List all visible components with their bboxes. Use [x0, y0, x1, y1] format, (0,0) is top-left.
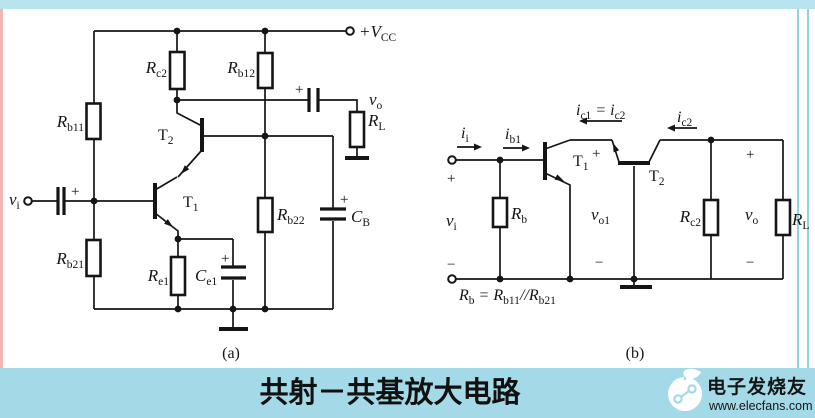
- resistor-re1: [169, 255, 187, 297]
- caption-title: 共射－共基放大电路: [259, 377, 521, 409]
- label-t2b: T2: [649, 168, 665, 188]
- label-t1b: T1: [573, 153, 589, 173]
- t1b-emitter-arrow: [554, 174, 564, 181]
- right-border-line-2: [807, 9, 809, 368]
- ic2-arrowhead: [667, 124, 675, 132]
- label-rb12: Rb12: [226, 58, 255, 80]
- minus-vi-b: −: [447, 257, 455, 273]
- resistor-rb12: [256, 51, 274, 90]
- ib1-arrowhead: [522, 144, 530, 152]
- output-capacitor: [307, 88, 320, 112]
- plus-input-cap: +: [71, 184, 79, 200]
- label-ic1-eq-ic2: ic1 = ic2: [576, 102, 626, 122]
- figure-label-b: (b): [626, 345, 645, 362]
- input-capacitor: [56, 187, 66, 215]
- label-t1a: T1: [183, 194, 199, 214]
- plus-vo-b: +: [746, 147, 754, 163]
- resistor-rc2b: [702, 198, 720, 237]
- label-re1: Re1: [147, 266, 169, 288]
- t2b-emitter-arrow: [613, 143, 620, 153]
- resistor-rb22: [256, 196, 274, 234]
- label-rb: Rb: [510, 204, 527, 226]
- watermark: 电子发烧友 www.elecfans.com: [645, 368, 815, 418]
- plus-ce1: +: [221, 251, 229, 267]
- resistor-rc2a: [168, 50, 186, 91]
- ic1-ic2-arrowhead: [579, 117, 587, 125]
- label-vcc: +VCC: [359, 22, 397, 44]
- capacitor-ce1: [221, 265, 246, 280]
- label-ce1: Ce1: [195, 266, 217, 288]
- label-rb21: Rb21: [55, 249, 84, 271]
- label-vo-b: vo: [745, 205, 759, 227]
- circuit-a: +VCC Rc2 Rb12 Rb11 Rb21 Rb22 Re1 Ce1 CB …: [9, 22, 397, 362]
- plus-vo1: +: [592, 146, 600, 162]
- watermark-brand: 电子发烧友: [707, 375, 807, 398]
- junction-dots-b: [496, 136, 715, 283]
- watermark-url: www.elecfans.com: [708, 399, 813, 413]
- figure-label-a: (a): [222, 345, 240, 362]
- resistor-rb: [491, 196, 509, 229]
- t1a-emitter-arrow: [164, 219, 173, 227]
- input-terminal-b-top: [447, 155, 457, 165]
- circuit-b: ii ib1 ic1 = ic2 ic2 T1 T2 Rb Rc2 RL vi …: [446, 102, 809, 362]
- label-rc2b: Rc2: [679, 207, 701, 229]
- plus-output-cap: +: [295, 82, 303, 98]
- label-vo1: vo1: [591, 205, 610, 227]
- ii-arrowhead: [474, 143, 482, 151]
- t2a-emitter-arrow: [181, 165, 190, 174]
- plus-vi-b: +: [447, 171, 455, 187]
- watermark-graphic: 电子发烧友 www.elecfans.com: [668, 368, 813, 413]
- capacitor-cb: [320, 207, 346, 221]
- label-rla: RL: [367, 111, 385, 133]
- resistor-rla: [348, 110, 366, 149]
- resistor-rb11: [85, 102, 102, 141]
- label-rc2a: Rc2: [145, 58, 167, 80]
- circuit-diagram: +VCC Rc2 Rb12 Rb11 Rb21 Rb22 Re1 Ce1 CB …: [9, 22, 809, 362]
- vcc-terminal: [345, 26, 355, 36]
- label-vi-a: vi: [9, 190, 20, 212]
- left-border-line: [0, 9, 3, 368]
- label-cb: CB: [351, 207, 370, 229]
- label-ic2: ic2: [677, 109, 693, 129]
- watermark-logo-detail: [673, 377, 697, 404]
- label-rb22: Rb22: [276, 205, 305, 227]
- right-border-line-1: [797, 9, 799, 368]
- label-vi-b: vi: [446, 211, 457, 233]
- label-t2a: T2: [158, 127, 174, 147]
- label-vo-a: vo: [369, 90, 383, 112]
- input-terminal-b-bottom: [447, 274, 457, 284]
- label-ib1: ib1: [505, 126, 521, 146]
- top-border-bar: [0, 0, 815, 9]
- resistor-rlb: [774, 198, 792, 237]
- label-rb-formula: Rb = Rb11//Rb21: [458, 287, 556, 307]
- minus-vo1: −: [595, 255, 603, 271]
- label-ii: ii: [461, 125, 469, 145]
- minus-vo-b: −: [746, 255, 754, 271]
- watermark-leaf-icon: [683, 368, 701, 379]
- junction-dots-a: [90, 27, 269, 313]
- input-terminal-a: [23, 196, 33, 206]
- label-rlb: RL: [791, 210, 809, 232]
- plus-cb: +: [340, 192, 348, 208]
- label-rb11: Rb11: [56, 112, 84, 134]
- resistor-rb21: [85, 238, 102, 278]
